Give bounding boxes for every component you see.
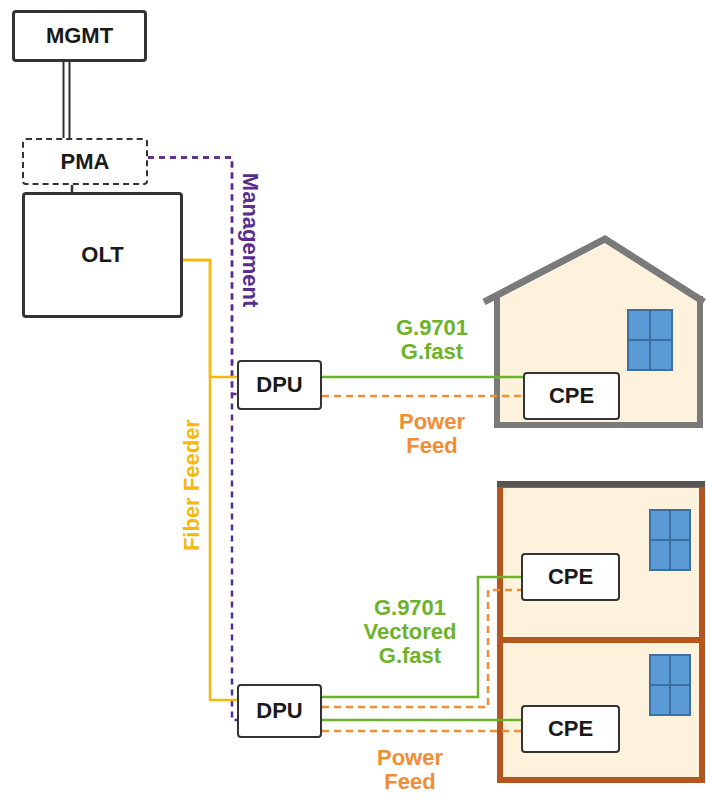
- node-label: CPE: [548, 716, 593, 742]
- connector-line: [322, 577, 521, 697]
- apartment-floor: [500, 637, 702, 643]
- connector-label: Power Feed: [387, 410, 477, 458]
- node-label: DPU: [256, 372, 302, 398]
- dpu-box: DPU: [237, 360, 322, 410]
- connector-label: Management: [238, 173, 262, 307]
- house-fill: [497, 244, 700, 425]
- node-label: DPU: [256, 698, 302, 724]
- window: [650, 510, 690, 570]
- connector-line: [322, 731, 521, 732]
- node-label: OLT: [81, 242, 123, 268]
- connector-label: G.9701 Vectored G.fast: [352, 596, 468, 669]
- window: [650, 655, 690, 715]
- house-wall: [497, 296, 700, 425]
- connector-line: [64, 62, 70, 138]
- apartment-wall: [500, 485, 702, 780]
- node-label: MGMT: [46, 23, 113, 49]
- pma-box: PMA: [22, 138, 148, 185]
- cpe-box: CPE: [521, 553, 620, 601]
- node-label: PMA: [61, 149, 110, 175]
- connector-line: [322, 720, 521, 721]
- connector-line: [322, 396, 523, 397]
- connector-line: [72, 185, 73, 192]
- connector-line: [322, 590, 521, 707]
- apartment-roof: [497, 481, 705, 487]
- olt-box: OLT: [22, 192, 183, 318]
- node-label: CPE: [549, 383, 594, 409]
- connector-label: Power Feed: [365, 746, 455, 794]
- cpe-box: CPE: [521, 705, 620, 753]
- node-label: CPE: [548, 564, 593, 590]
- dpu-box: DPU: [237, 684, 322, 738]
- management-box: MGMT: [12, 10, 147, 62]
- window: [628, 310, 672, 370]
- connector-label: Fiber Feeder: [180, 419, 204, 551]
- connector-label: G.9701 G.fast: [382, 316, 482, 364]
- cpe-box: CPE: [523, 372, 620, 420]
- house-roof: [484, 239, 704, 302]
- connector-line: [322, 377, 523, 378]
